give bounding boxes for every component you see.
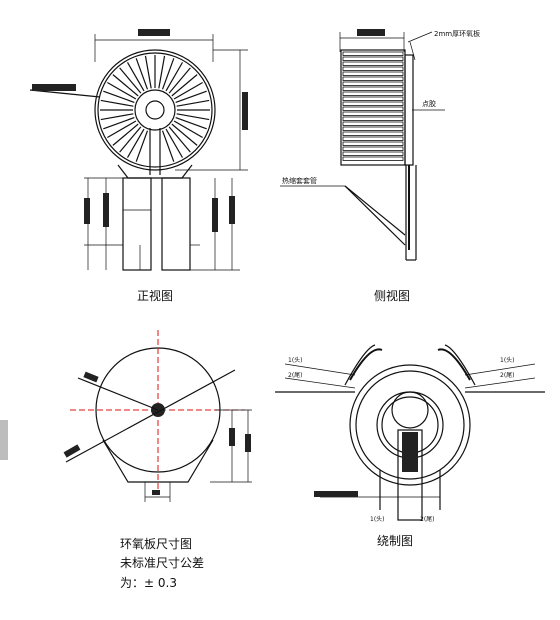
winding-spoke — [176, 113, 210, 121]
winding-spoke — [107, 120, 137, 139]
winding-spoke — [144, 55, 152, 89]
epoxy-board-view: 环氧板尺寸图 未标准尺寸公差 为：± 0.3 — [63, 330, 252, 590]
winding-spoke — [112, 74, 139, 97]
winding-layer — [342, 116, 404, 121]
side-view-caption: 侧视图 — [374, 288, 410, 303]
sleeve-note: 热缩套套管 — [282, 176, 317, 185]
winding-layer — [342, 61, 404, 66]
winding-spokes — [100, 55, 210, 162]
winding-spoke — [168, 67, 191, 94]
front-view-caption: 正视图 — [137, 288, 173, 303]
winding-spoke — [171, 74, 198, 97]
winding-start-right: 1(头) — [500, 356, 515, 364]
dim-label-thickness — [357, 29, 385, 36]
core-hatch — [402, 432, 418, 472]
dim-label-wire — [32, 84, 76, 91]
winding-layer — [342, 76, 404, 81]
winding-spoke — [165, 128, 184, 158]
dim-epoxy-2 — [245, 434, 251, 452]
winding-spoke — [100, 113, 134, 121]
winding-layer — [342, 86, 404, 91]
winding-layer — [342, 156, 404, 161]
winding-layer — [342, 81, 404, 86]
winding-layer — [342, 121, 404, 126]
winding-spoke — [165, 62, 184, 92]
glue-note: 点胶 — [422, 99, 436, 108]
epoxy-caption-line-1: 环氧板尺寸图 — [120, 537, 192, 551]
pin-1-label: 1(头) — [370, 515, 385, 523]
winding-spoke — [126, 128, 145, 158]
winding-layer — [342, 91, 404, 96]
winding-layer — [342, 51, 404, 56]
winding-spoke — [175, 116, 207, 130]
winding-spoke — [168, 126, 191, 153]
dim-winding — [314, 491, 358, 497]
winding-view: 1(头) 2(尾) 1(头) 2(尾) 1(头) 2(尾) 绕制图 — [275, 344, 545, 548]
winding-spoke — [161, 58, 175, 90]
dim-lead-1 — [84, 198, 90, 224]
winding-layer — [342, 111, 404, 116]
epoxy-caption-line-2: 未标准尺寸公差 — [120, 556, 204, 570]
winding-spoke — [100, 99, 134, 107]
winding-spoke — [158, 55, 166, 89]
winding-spoke — [103, 90, 135, 104]
winding-layer — [342, 71, 404, 76]
winding-layer — [342, 96, 404, 101]
winding-layer — [342, 136, 404, 141]
dim-lead-2 — [103, 193, 109, 227]
winding-spoke — [135, 58, 149, 90]
pin-2-label: 2(尾) — [420, 516, 435, 523]
epoxy-board-note: 2mm厚环氧板 — [434, 29, 480, 38]
side-view: 2mm厚环氧板 点胶 热缩套套管 侧视图 — [280, 29, 480, 303]
winding-layer — [342, 141, 404, 146]
dim-lead-3 — [212, 198, 218, 232]
dim-lead-4 — [229, 196, 235, 224]
winding-spoke — [112, 123, 139, 146]
winding-spoke — [107, 81, 137, 100]
winding-layer — [342, 101, 404, 106]
winding-view-caption: 绕制图 — [377, 534, 413, 548]
winding-spoke — [176, 99, 210, 107]
dim-diameter — [63, 444, 81, 458]
winding-layer — [342, 131, 404, 136]
winding-spoke — [119, 126, 142, 153]
edge-block — [0, 420, 8, 460]
winding-end-right: 2(尾) — [500, 372, 515, 379]
winding-spoke — [135, 130, 149, 162]
winding-spoke — [126, 62, 145, 92]
winding-spoke — [161, 130, 175, 162]
winding-spoke — [175, 90, 207, 104]
winding-spoke — [173, 81, 203, 100]
front-view: 正视图 — [29, 29, 248, 303]
dim-label-width — [138, 29, 170, 36]
dim-hole — [83, 371, 99, 383]
winding-end-left: 2(尾) — [288, 372, 303, 379]
winding-layer — [342, 66, 404, 71]
winding-spoke — [119, 67, 142, 94]
winding-layer — [342, 151, 404, 156]
dim-epoxy-3 — [152, 490, 160, 495]
epoxy-caption-line-3: 为：± 0.3 — [120, 576, 177, 590]
winding-start-left: 1(头) — [288, 356, 303, 364]
winding-spoke — [103, 116, 135, 130]
winding-layer — [342, 56, 404, 61]
winding-layer — [342, 126, 404, 131]
winding-spoke — [173, 120, 203, 139]
winding-stack — [340, 49, 406, 166]
winding-layer — [342, 146, 404, 151]
dim-epoxy-1 — [229, 428, 235, 446]
winding-spoke — [171, 123, 198, 146]
dim-label-height — [242, 92, 248, 130]
winding-layer — [342, 106, 404, 111]
